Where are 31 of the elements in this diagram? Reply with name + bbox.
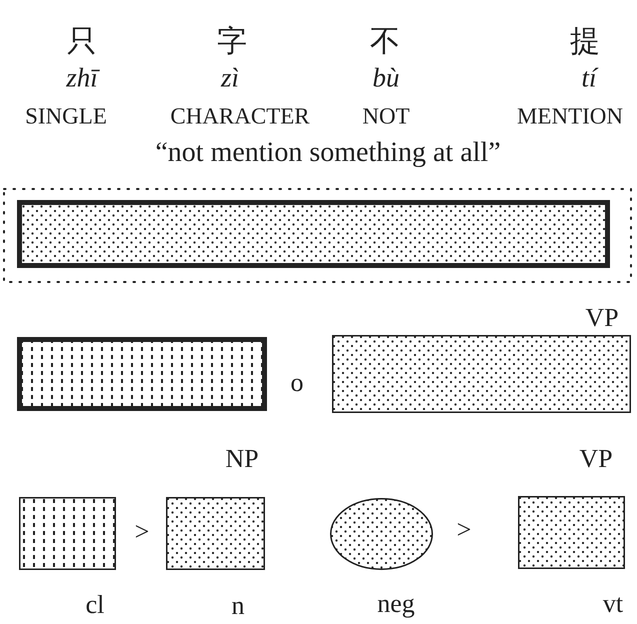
category-label: VP bbox=[579, 446, 613, 472]
gloss: CHARACTER bbox=[170, 104, 310, 128]
pinyin: bù bbox=[372, 64, 400, 92]
chinese-character: 只 bbox=[67, 27, 97, 57]
translation: “not mention something at all” bbox=[155, 139, 501, 167]
pinyin: zì bbox=[221, 64, 239, 92]
striped-box bbox=[19, 497, 116, 570]
stippled-ellipse bbox=[330, 498, 433, 570]
dotted-frame bbox=[3, 188, 632, 283]
gloss: MENTION bbox=[516, 104, 624, 128]
category-label: n bbox=[232, 593, 244, 619]
stippled-box bbox=[332, 335, 631, 413]
pinyin: tí bbox=[582, 64, 596, 92]
gloss: NOT bbox=[362, 104, 410, 128]
stippled-box bbox=[518, 496, 625, 569]
operator-symbol: o bbox=[290, 370, 304, 396]
category-label: vt bbox=[602, 591, 624, 617]
category-label: VP bbox=[585, 305, 619, 331]
stippled-box bbox=[166, 497, 265, 570]
chinese-character: 不 bbox=[370, 27, 400, 57]
chinese-character: 提 bbox=[570, 27, 600, 57]
category-label: neg bbox=[377, 591, 415, 617]
striped-box bbox=[17, 337, 267, 411]
gloss: SINGLE bbox=[25, 104, 107, 128]
chinese-character: 字 bbox=[217, 27, 247, 57]
operator-symbol: > bbox=[134, 519, 150, 545]
pinyin: zhī bbox=[66, 64, 98, 92]
operator-symbol: > bbox=[456, 517, 472, 543]
stippled-bar bbox=[17, 200, 610, 268]
category-label: NP bbox=[225, 446, 259, 472]
category-label: cl bbox=[86, 592, 104, 618]
